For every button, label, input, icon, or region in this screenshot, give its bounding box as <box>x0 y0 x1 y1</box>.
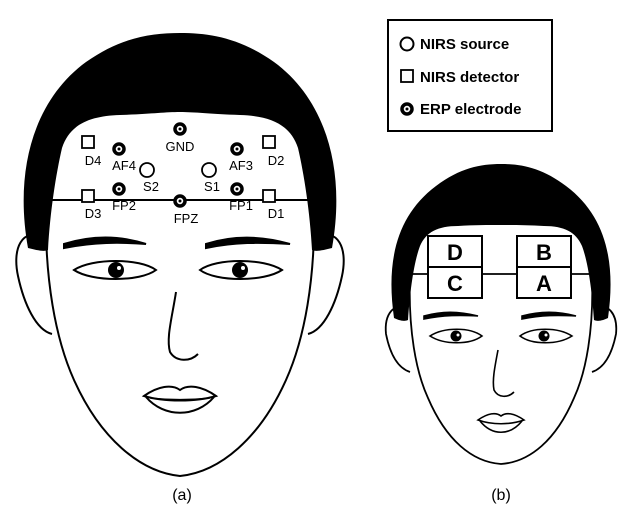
region-a-label: A <box>536 271 552 296</box>
label-fpz: FPZ <box>174 211 199 226</box>
electrode-af4 <box>114 144 124 154</box>
detector-d1 <box>263 190 275 202</box>
detector-d4 <box>82 136 94 148</box>
region-b-label: B <box>536 240 552 265</box>
head-b: D C B A (b) <box>386 164 617 504</box>
label-s2: S2 <box>143 179 159 194</box>
label-s1: S1 <box>204 179 220 194</box>
label-fp1: FP1 <box>229 198 253 213</box>
label-af4: AF4 <box>112 158 136 173</box>
legend-electrode-icon <box>402 104 412 114</box>
source-s2 <box>140 163 154 177</box>
electrode-fp1 <box>232 184 242 194</box>
label-d2: D2 <box>268 153 285 168</box>
electrode-af3 <box>232 144 242 154</box>
legend-source-icon <box>401 38 414 51</box>
label-d4: D4 <box>85 153 102 168</box>
legend-detector-label: NIRS detector <box>420 69 519 86</box>
caption-a: (a) <box>172 487 192 504</box>
legend: NIRS source NIRS detector ERP electrode <box>388 20 552 131</box>
electrode-fpz <box>175 196 185 206</box>
electrode-fp2 <box>114 184 124 194</box>
detector-d3 <box>82 190 94 202</box>
face-outline-b <box>410 274 593 464</box>
label-af3: AF3 <box>229 158 253 173</box>
region-d-label: D <box>447 240 463 265</box>
detector-d2 <box>263 136 275 148</box>
head-a: GND AF4 AF3 S2 S1 FP2 FPZ FP1 D4 D2 D3 D… <box>16 33 343 504</box>
legend-electrode-label: ERP electrode <box>420 101 521 118</box>
label-d3: D3 <box>85 206 102 221</box>
caption-b: (b) <box>491 487 511 504</box>
legend-source-label: NIRS source <box>420 36 509 53</box>
label-d1: D1 <box>268 206 285 221</box>
label-gnd: GND <box>166 139 195 154</box>
right-eye-a <box>200 261 282 279</box>
left-eye-a <box>74 261 156 279</box>
label-fp2: FP2 <box>112 198 136 213</box>
source-s1 <box>202 163 216 177</box>
legend-detector-icon <box>401 70 413 82</box>
region-c-label: C <box>447 271 463 296</box>
electrode-gnd <box>175 124 185 134</box>
